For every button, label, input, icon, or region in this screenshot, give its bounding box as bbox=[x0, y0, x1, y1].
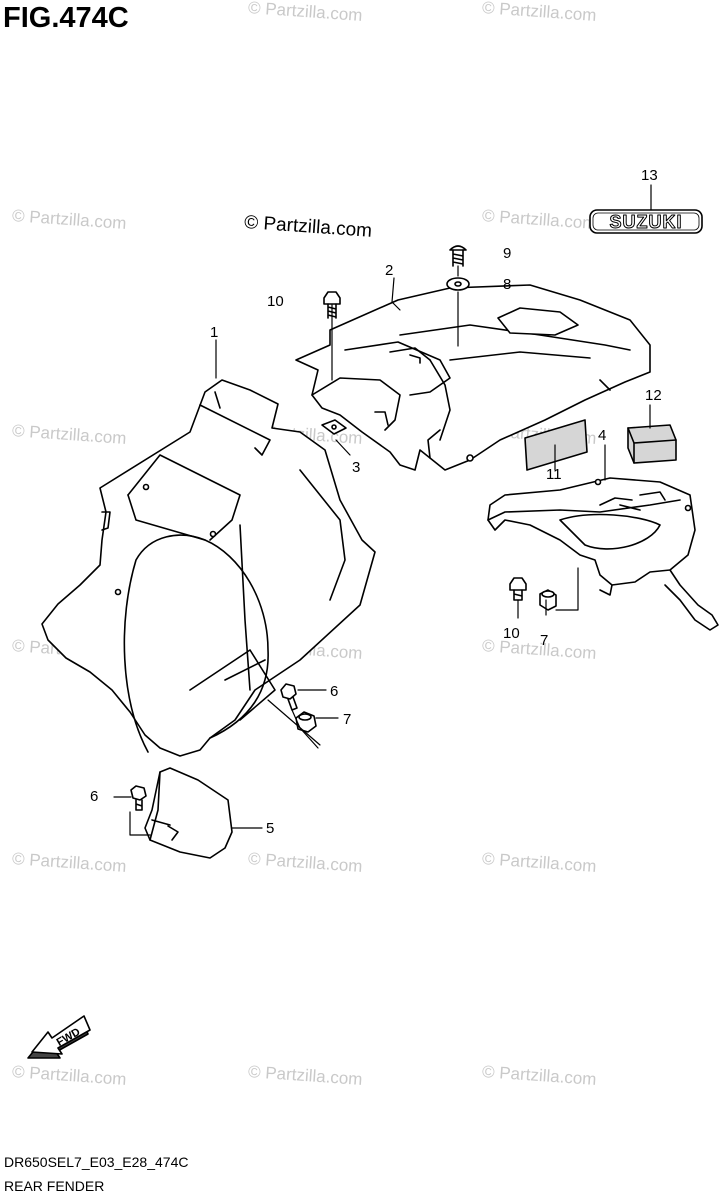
callout-6b: 6 bbox=[90, 788, 98, 805]
part-reflector-12[interactable] bbox=[627, 424, 677, 464]
fwd-arrow: FWD bbox=[27, 1015, 91, 1059]
part-license-bracket[interactable] bbox=[487, 477, 719, 631]
callout-13: 13 bbox=[641, 167, 658, 184]
part-mud-flap[interactable] bbox=[144, 767, 233, 859]
callout-3: 3 bbox=[352, 459, 360, 476]
bolt-10-lower[interactable] bbox=[509, 577, 527, 601]
screw-9[interactable] bbox=[449, 245, 467, 267]
callout-2: 2 bbox=[385, 262, 393, 279]
section-name: REAR FENDER bbox=[4, 1178, 105, 1194]
part-rear-fender-front[interactable] bbox=[41, 379, 376, 757]
part-reflector-11[interactable] bbox=[524, 419, 588, 471]
callout-9: 9 bbox=[503, 245, 511, 262]
callout-7b: 7 bbox=[540, 632, 548, 649]
callout-5: 5 bbox=[266, 820, 274, 837]
washer-8[interactable] bbox=[446, 277, 470, 291]
callout-10b: 10 bbox=[503, 625, 520, 642]
callout-labels: 1 2 3 4 5 6 6 7 7 8 9 10 10 11 12 13 bbox=[90, 167, 662, 837]
callout-12: 12 bbox=[645, 387, 662, 404]
bolt-6-left[interactable] bbox=[130, 785, 147, 811]
leader-lines bbox=[113, 184, 652, 836]
callout-8: 8 bbox=[503, 276, 511, 293]
callout-4: 4 bbox=[598, 427, 606, 444]
part-suzuki-emblem[interactable]: SUZUKI bbox=[589, 209, 703, 234]
emblem-text: SUZUKI bbox=[610, 212, 683, 232]
callout-7a: 7 bbox=[343, 711, 351, 728]
collar-7-lower[interactable] bbox=[539, 589, 557, 611]
callout-6a: 6 bbox=[330, 683, 338, 700]
bolt-6-mid[interactable] bbox=[280, 683, 298, 711]
callout-10a: 10 bbox=[267, 293, 284, 310]
callout-11: 11 bbox=[546, 466, 562, 483]
part-nut-clip[interactable] bbox=[321, 419, 347, 435]
collar-7-mid[interactable] bbox=[295, 711, 317, 733]
callout-1: 1 bbox=[210, 324, 218, 341]
bolt-10-top[interactable] bbox=[323, 291, 341, 319]
part-rear-fender-rear[interactable] bbox=[295, 284, 651, 471]
model-code: DR650SEL7_E03_E28_474C bbox=[4, 1154, 189, 1170]
figure-title: FIG.474C bbox=[3, 2, 129, 34]
